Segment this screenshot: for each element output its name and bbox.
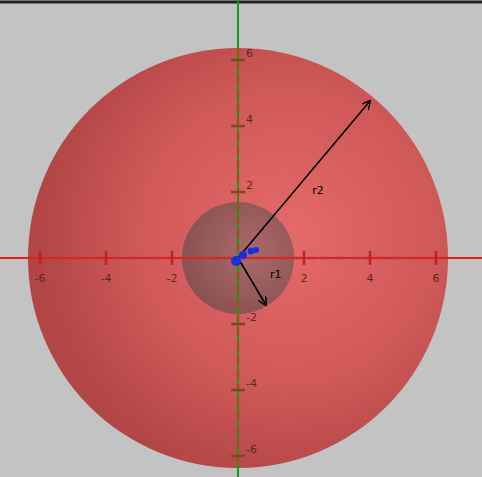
charges (231, 247, 259, 266)
axis-number: -6 (246, 443, 257, 456)
tick (369, 251, 372, 265)
axis-number: -6 (35, 272, 46, 285)
tick (231, 323, 245, 326)
axis-number: 6 (246, 47, 253, 60)
vector-label: r1 (270, 268, 282, 281)
axis-number: 4 (246, 113, 253, 126)
axis-number: 4 (367, 272, 374, 285)
tick (231, 59, 245, 62)
axis-number: -4 (246, 377, 257, 390)
vector-label: r2 (312, 184, 324, 197)
tick (105, 251, 108, 265)
r2-arrow (238, 101, 370, 258)
axis-number: 2 (246, 179, 253, 192)
axis-number: -2 (167, 272, 178, 285)
axis-number: -2 (246, 311, 257, 324)
tick (39, 251, 42, 265)
r1-arrow (238, 258, 266, 305)
tick (231, 125, 245, 128)
tick (231, 455, 245, 458)
axis-number: 6 (433, 272, 440, 285)
axis-number: 2 (301, 272, 308, 285)
tick-marks (40, 60, 436, 456)
axis-number: -4 (101, 272, 112, 285)
top-border (0, 1, 482, 4)
tick (231, 191, 245, 194)
tick (435, 251, 438, 265)
tick (171, 251, 174, 265)
tick (303, 251, 306, 265)
y-axis (237, 0, 239, 477)
tick (231, 389, 245, 392)
outer-sphere (28, 48, 448, 468)
